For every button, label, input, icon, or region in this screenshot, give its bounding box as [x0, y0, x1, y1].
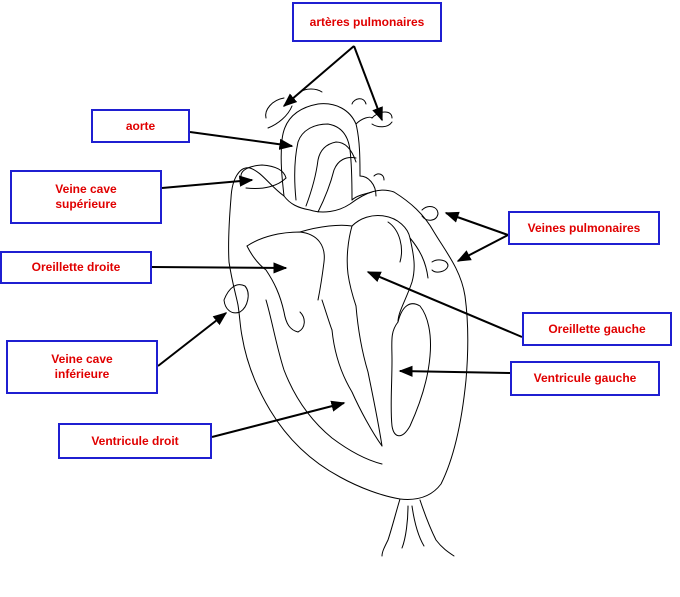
- label-aorte: aorte: [91, 109, 190, 143]
- label-ventricule-droit: Ventricule droit: [58, 423, 212, 459]
- label-veine-cave-superieure: Veine cave supérieure: [10, 170, 162, 224]
- label-veines-pulmonaires-text: Veines pulmonaires: [527, 220, 641, 235]
- label-oreillette-gauche: Oreillette gauche: [522, 312, 672, 346]
- arrow-oreillette-gauche: [366, 271, 523, 338]
- arrow-ventricule-gauche: [398, 365, 511, 377]
- heart-outline: [223, 88, 469, 557]
- label-arteres-pulmonaires-text: artères pulmonaires: [309, 14, 425, 29]
- arrow-veines-pulmonaires-bottom: [456, 234, 509, 262]
- label-ventricule-gauche: Ventricule gauche: [510, 361, 660, 396]
- arrow-arteres-pulmonaires-right: [353, 45, 383, 122]
- label-aorte-text: aorte: [125, 118, 156, 133]
- label-ventricule-gauche-text: Ventricule gauche: [533, 371, 637, 385]
- arrow-arteres-pulmonaires-left: [282, 45, 355, 107]
- arrow-veine-cave-superieure: [161, 175, 254, 189]
- arrow-veines-pulmonaires-top: [444, 211, 509, 236]
- label-oreillette-droite-text: Oreillette droite: [31, 260, 121, 274]
- arrow-ventricule-droit: [211, 400, 346, 438]
- label-veine-cave-inferieure: Veine cave inférieure: [6, 340, 158, 394]
- arrow-oreillette-droite: [151, 262, 288, 274]
- label-veine-cave-superieure-text: Veine cave supérieure: [55, 182, 117, 211]
- label-arteres-pulmonaires: artères pulmonaires: [292, 2, 442, 42]
- arrow-aorte: [189, 131, 294, 150]
- label-veines-pulmonaires: Veines pulmonaires: [508, 211, 660, 245]
- label-ventricule-droit-text: Ventricule droit: [91, 433, 179, 448]
- label-oreillette-gauche-text: Oreillette gauche: [548, 321, 646, 336]
- arrows: [151, 45, 523, 438]
- label-veine-cave-inferieure-text: Veine cave inférieure: [51, 352, 113, 381]
- arrow-veine-cave-inferieure: [157, 312, 228, 367]
- label-oreillette-droite: Oreillette droite: [0, 251, 152, 284]
